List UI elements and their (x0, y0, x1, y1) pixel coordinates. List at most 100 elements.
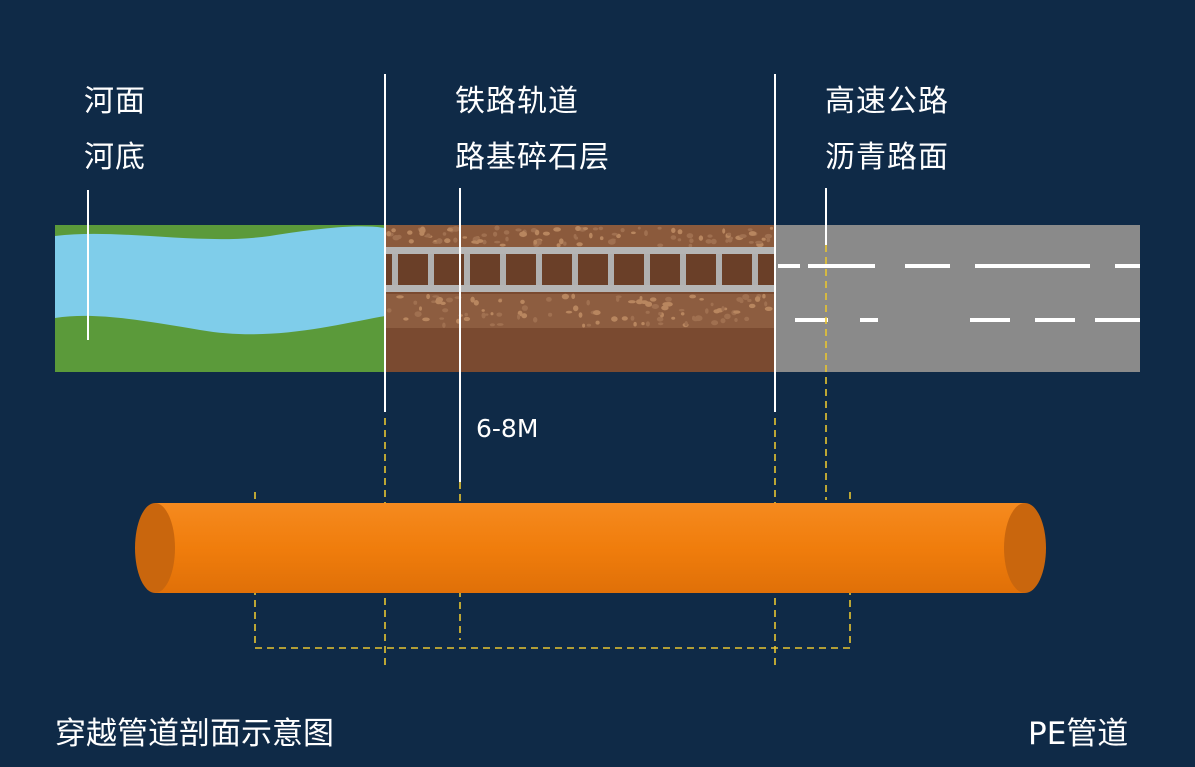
ballast-stone (505, 236, 509, 242)
ballast-stone (498, 299, 502, 303)
ballast-stone (748, 241, 754, 244)
ballast-stone (678, 308, 685, 312)
ballast-stone (490, 312, 494, 316)
ballast-stone (489, 323, 495, 327)
ballast-stone (755, 240, 763, 244)
highway-section (775, 225, 1140, 372)
ballast-stone (499, 243, 506, 247)
ballast-stone (432, 295, 440, 298)
ballast-stone (707, 234, 713, 238)
ballast-stone (589, 232, 593, 239)
river-water (55, 226, 385, 335)
pipe-end-left (135, 503, 175, 593)
label-river: 河面 河底 (84, 74, 146, 186)
ballast-stone (727, 237, 733, 243)
ballast-stone (713, 310, 720, 314)
ballast-stone (422, 227, 426, 233)
ballast-stone (435, 298, 443, 305)
diagram-title: 穿越管道剖面示意图 (55, 716, 334, 752)
ballast-stone (439, 317, 445, 320)
ballast-stone (641, 322, 645, 326)
label-highway-road: 高速公路 (825, 84, 949, 119)
ballast-stone (657, 226, 662, 230)
ballast-stone (620, 228, 625, 233)
ballast-stone (444, 238, 451, 244)
ballast-stone (496, 323, 504, 326)
ballast-stone (671, 316, 676, 320)
ballast-stone (766, 237, 771, 243)
ballast-stone (403, 317, 409, 321)
ballast-stone (563, 241, 567, 246)
ballast-stone (637, 226, 641, 230)
ballast-stone (442, 308, 449, 313)
ballast-stone (705, 308, 709, 314)
railway-sleeper (680, 252, 686, 290)
railway-sleepers (392, 252, 758, 290)
depth-label: 6-8M (476, 414, 539, 443)
ballast-stone (748, 303, 756, 309)
ballast-stone (565, 310, 573, 314)
ballast-stone (671, 227, 676, 233)
ballast-stone (556, 243, 561, 248)
ballast-stone (723, 307, 728, 311)
ballast-stone (684, 321, 688, 327)
pipe-end-right (1004, 503, 1046, 593)
ballast-stone (761, 237, 766, 241)
ballast-stone (530, 229, 536, 233)
ballast-stone (533, 239, 538, 245)
railway-sleeper (644, 252, 650, 290)
ballast-stone (662, 302, 671, 307)
ballast-stone (481, 312, 486, 319)
ballast-stone (764, 233, 773, 239)
ballast-stone (586, 323, 592, 327)
track-bed (385, 253, 775, 287)
ballast-stone (747, 298, 752, 303)
label-railway-ballast: 路基碎石层 (455, 140, 610, 175)
ballast-stone (686, 233, 694, 239)
ballast-stones (386, 225, 774, 328)
ballast-stone (665, 296, 672, 302)
railway-sleeper (536, 252, 542, 290)
ballast-stone (559, 238, 564, 245)
rail-bottom (385, 285, 775, 292)
ballast-stone (533, 317, 538, 323)
ballast-stone (453, 237, 458, 243)
ballast-stone (473, 300, 479, 306)
river-section (55, 225, 385, 372)
railway-sleeper (464, 252, 470, 290)
ballast-stone (689, 294, 696, 299)
ballast-stone (517, 314, 521, 320)
label-highway-asphalt: 沥青路面 (825, 140, 949, 175)
ballast-stone (628, 300, 636, 304)
ballast-stone (396, 295, 404, 299)
ballast-stone (553, 227, 561, 232)
ballast-stone (592, 227, 599, 231)
ballast-stone (521, 305, 529, 311)
ballast-stone (705, 239, 712, 244)
ballast-stone (578, 312, 583, 318)
ballast-stone (598, 226, 604, 231)
ballast-stone (386, 308, 392, 313)
ballast-stone (733, 310, 741, 314)
ballast-stone (631, 231, 636, 235)
ballast-stone (576, 242, 583, 247)
label-railway-track: 铁路轨道 (455, 84, 579, 119)
ballast-stone (747, 228, 753, 231)
ballast-stone (519, 231, 527, 237)
pipe-label: PE管道 (1028, 716, 1129, 752)
ballast-stone (710, 238, 717, 245)
railway-sleeper (752, 252, 758, 290)
ballast-stone (481, 309, 485, 312)
ballast-stone (748, 231, 757, 236)
ballast-stone (436, 238, 443, 244)
ballast-stone (442, 232, 447, 236)
ballast-stone (431, 300, 436, 304)
ballast-stone (694, 315, 703, 322)
ballast-stone (727, 232, 732, 236)
ballast-stone (447, 227, 453, 232)
ballast-stone (710, 302, 714, 307)
ballast-stone (734, 318, 738, 322)
railway-section (385, 225, 775, 372)
